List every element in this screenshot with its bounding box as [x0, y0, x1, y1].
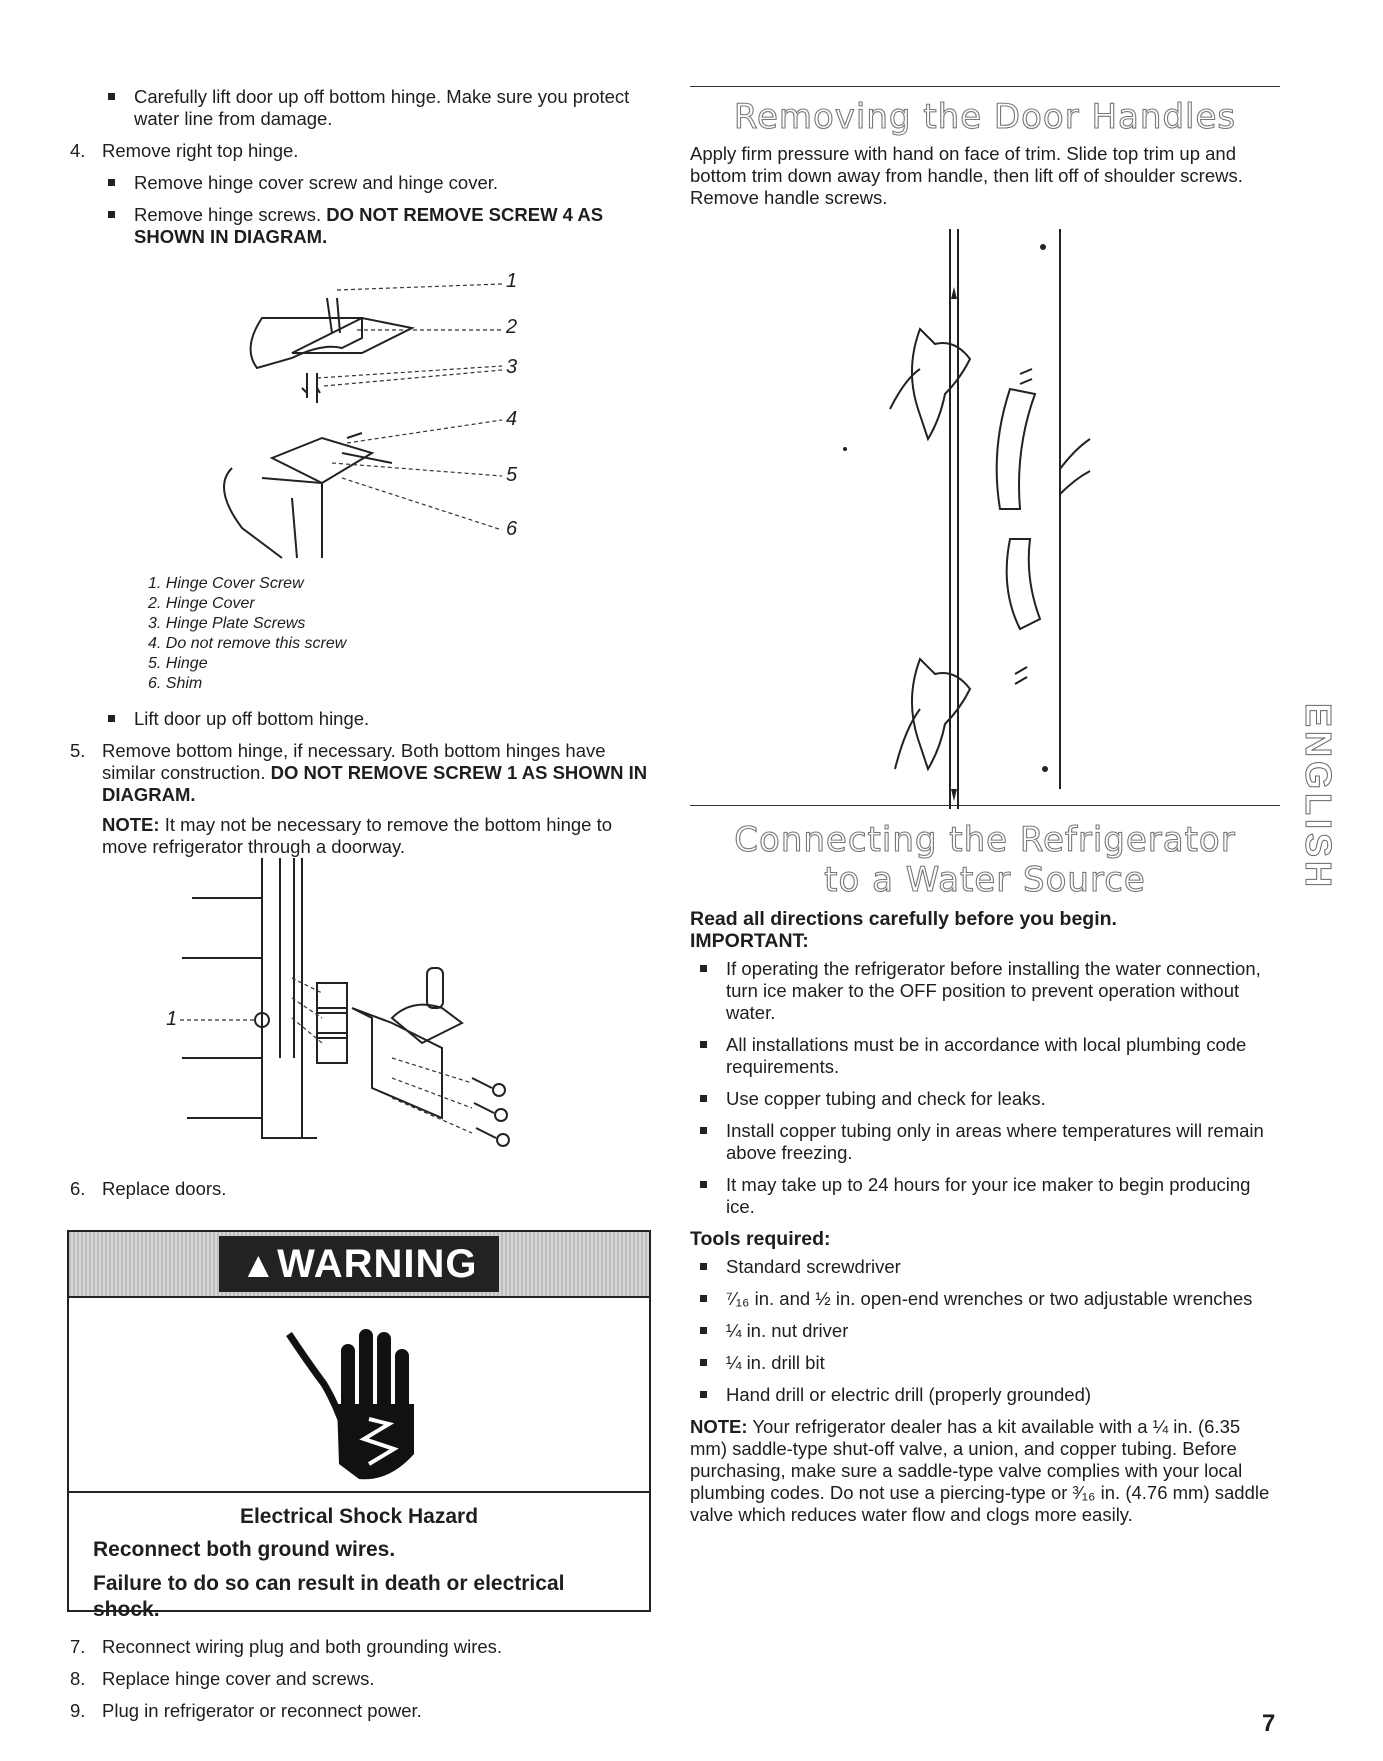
- warning-title: ▲WARNING: [219, 1236, 499, 1292]
- bottom-hinge-diagram: 1: [62, 858, 622, 1170]
- warning-line1: Reconnect both ground wires.: [93, 1538, 396, 1561]
- bullet-screws-bold: DO NOT REMOVE SCREW 4 AS SHOWN IN DIAGRA…: [134, 204, 604, 247]
- callout-2: 2: [506, 316, 518, 338]
- tool-item: Hand drill or electric drill (properly g…: [690, 1384, 1280, 1406]
- step-text: Remove bottom hinge, if necessary. Both …: [102, 740, 606, 783]
- bullet-screws-plain: Remove hinge screws.: [134, 204, 327, 225]
- heading-water-source-line1: Connecting the Refrigerator: [734, 819, 1236, 860]
- right-column: Removing the Door Handles Apply firm pre…: [690, 86, 1280, 1526]
- important-item: If operating the refrigerator before ins…: [690, 958, 1280, 1024]
- warning-icon-area: [69, 1298, 649, 1493]
- step-number: 4.: [70, 140, 86, 161]
- tools-required-label: Tools required:: [690, 1228, 831, 1250]
- important-label: IMPORTANT:: [690, 930, 809, 952]
- door-handles-paragraph: Apply firm pressure with hand on face of…: [690, 143, 1243, 208]
- caption-list: 1. Hinge Cover Screw 2. Hinge Cover 3. H…: [148, 574, 662, 694]
- bullet-lift-door: Carefully lift door up off bottom hinge.…: [98, 86, 662, 130]
- section-divider: [690, 805, 1280, 806]
- step-text: Remove right top hinge.: [102, 140, 299, 161]
- bullet-cover: Remove hinge cover screw and hinge cover…: [98, 172, 662, 194]
- warning-title-text: WARNING: [277, 1242, 478, 1286]
- bullet-screws: Remove hinge screws. DO NOT REMOVE SCREW…: [98, 204, 662, 248]
- tool-item: ¼ in. nut driver: [690, 1320, 1280, 1342]
- caption: 4. Do not remove this screw: [148, 635, 347, 652]
- caption: 6. Shim: [148, 675, 203, 692]
- heading-water-source-line2: to a Water Source: [824, 859, 1146, 900]
- note-text: It may not be necessary to remove the bo…: [102, 814, 613, 857]
- step-text: Replace doors.: [102, 1178, 227, 1199]
- door-handle-illustration: [843, 229, 1091, 809]
- step-text: Replace hinge cover and screws.: [102, 1668, 375, 1689]
- important-item: All installations must be in accordance …: [690, 1034, 1280, 1078]
- step-number: 9.: [70, 1700, 86, 1721]
- step-number: 6.: [70, 1178, 86, 1199]
- note-saddle-valve: NOTE: Your refrigerator dealer has a kit…: [690, 1416, 1280, 1526]
- step-number: 5.: [70, 740, 86, 761]
- step-9: 9. Plug in refrigerator or reconnect pow…: [62, 1700, 662, 1722]
- tool-item: ¼ in. drill bit: [690, 1352, 1280, 1374]
- top-hinge-diagram: 1 2 3 4 5 6: [62, 258, 622, 568]
- language-tab-label: ENGLISH: [1298, 702, 1340, 891]
- read-all-directions: Read all directions carefully before you…: [690, 908, 1117, 930]
- bottom-hinge-illustration: [180, 858, 510, 1147]
- electric-shock-hand-icon: [286, 1329, 414, 1480]
- caption: 5. Hinge: [148, 655, 208, 672]
- warning-header: ▲WARNING: [69, 1232, 649, 1298]
- step-text: Plug in refrigerator or reconnect power.: [102, 1700, 422, 1721]
- warning-box: ▲WARNING Electrical Shock Hazard Reconne…: [67, 1230, 651, 1621]
- important-item: It may take up to 24 hours for your ice …: [690, 1174, 1280, 1218]
- step-6: 6. Replace doors.: [62, 1178, 662, 1200]
- caption: 1. Hinge Cover Screw: [148, 575, 304, 592]
- door-handle-diagram: [690, 209, 1280, 809]
- tool-item: ⁷⁄₁₆ in. and ½ in. open-end wrenches or …: [690, 1288, 1280, 1310]
- step-number: 8.: [70, 1668, 86, 1689]
- left-column: Carefully lift door up off bottom hinge.…: [62, 86, 662, 1210]
- note-bottom-hinge: NOTE: It may not be necessary to remove …: [102, 814, 662, 858]
- step-text: Reconnect wiring plug and both grounding…: [102, 1636, 503, 1657]
- section-divider: [690, 86, 1280, 87]
- warning-line2: Failure to do so can result in death or …: [93, 1572, 565, 1621]
- warning-text: Electrical Shock Hazard Reconnect both g…: [69, 1493, 649, 1635]
- caption: 2. Hinge Cover: [148, 595, 255, 612]
- language-side-tab: ENGLISH: [1298, 656, 1340, 928]
- final-steps: 7. Reconnect wiring plug and both ground…: [62, 1636, 662, 1732]
- callout-3: 3: [506, 356, 518, 378]
- step-7: 7. Reconnect wiring plug and both ground…: [62, 1636, 662, 1658]
- top-hinge-illustration: [223, 283, 503, 559]
- page-number: 7: [1262, 1710, 1276, 1737]
- callout-1: 1: [506, 270, 518, 292]
- callout-6: 6: [506, 518, 518, 540]
- tool-item: Standard screwdriver: [690, 1256, 1280, 1278]
- step-8: 8. Replace hinge cover and screws.: [62, 1668, 662, 1690]
- important-item: Use copper tubing and check for leaks.: [690, 1088, 1280, 1110]
- warning-hazard: Electrical Shock Hazard: [239, 1505, 479, 1528]
- warning-triangle-icon: ▲: [240, 1244, 278, 1285]
- step-4: 4. Remove right top hinge.: [62, 140, 662, 162]
- callout-5: 5: [506, 464, 518, 486]
- callout-bottom-1: 1: [166, 1008, 178, 1030]
- callout-4: 4: [506, 408, 518, 430]
- important-item: Install copper tubing only in areas wher…: [690, 1120, 1280, 1164]
- note-text: Your refrigerator dealer has a kit avail…: [690, 1416, 1270, 1525]
- step-number: 7.: [70, 1636, 86, 1657]
- step-5: 5. Remove bottom hinge, if necessary. Bo…: [62, 740, 662, 806]
- heading-door-handles: Removing the Door Handles: [733, 96, 1237, 137]
- step-5-bold: DO NOT REMOVE SCREW 1 AS SHOWN IN DIAGRA…: [102, 762, 648, 805]
- note-label: NOTE:: [102, 814, 160, 835]
- note-label: NOTE:: [690, 1416, 748, 1437]
- caption: 3. Hinge Plate Screws: [148, 615, 306, 632]
- bullet-lift-bottom: Lift door up off bottom hinge.: [98, 708, 662, 730]
